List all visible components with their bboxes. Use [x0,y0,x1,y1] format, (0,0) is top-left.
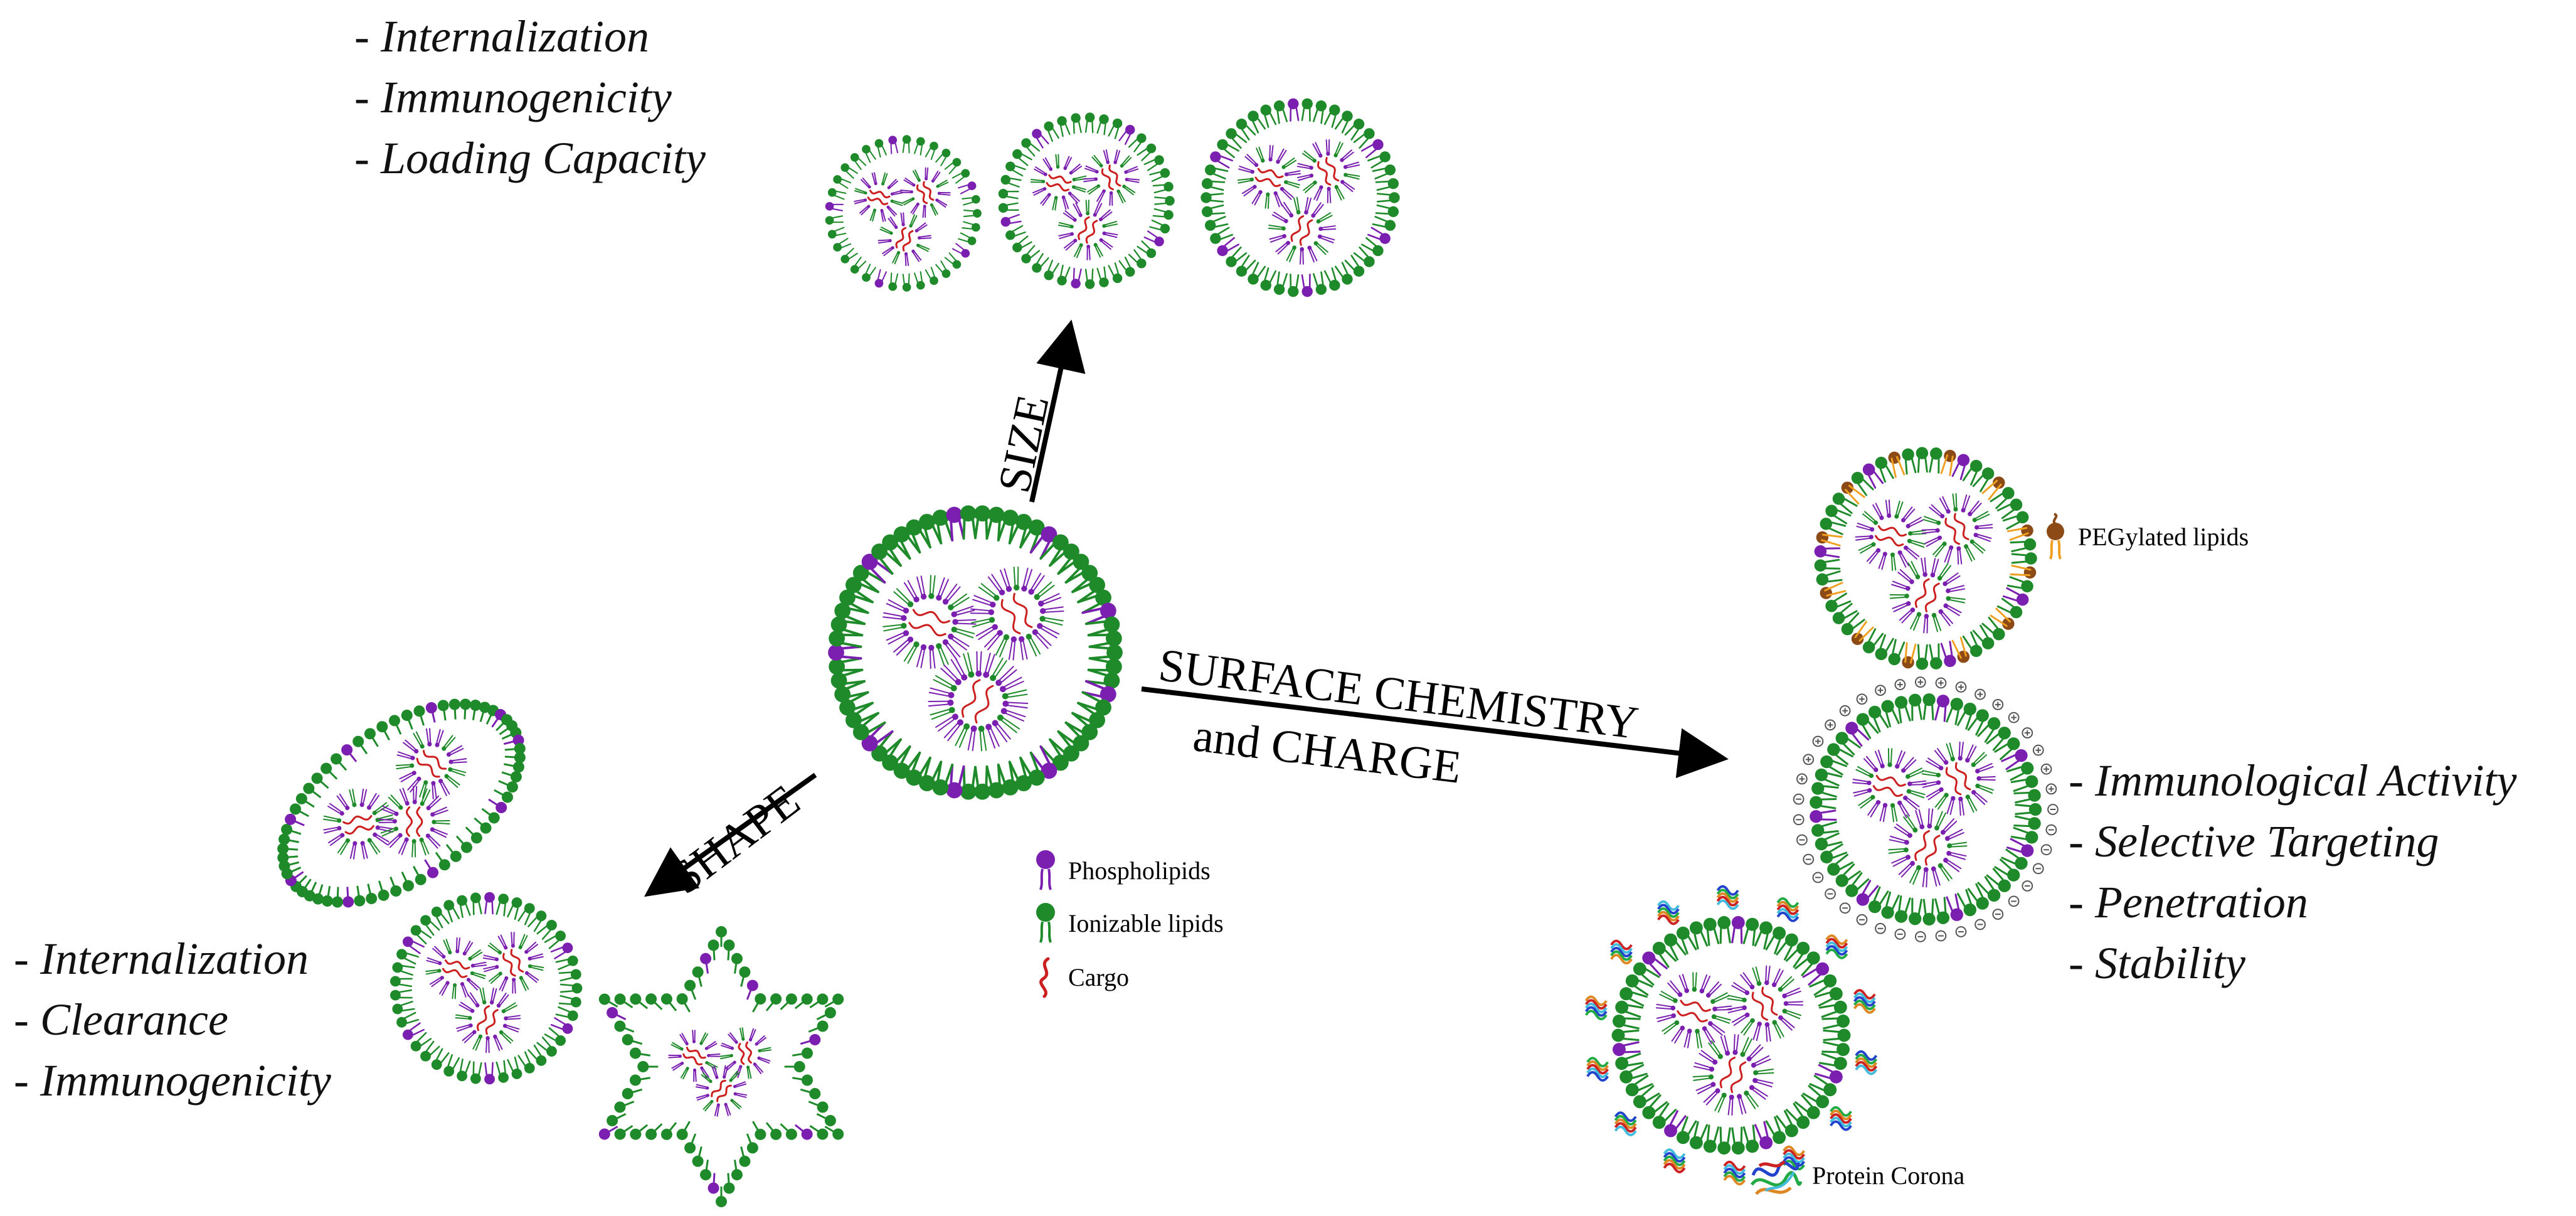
shape-effect: - Immunogenicity [14,1055,331,1106]
legend-ionizable-lipids: Ionizable lipids [1032,901,1224,945]
protein-corona-icon [1723,1160,1746,1186]
surface-effect: - Penetration [2069,877,2308,927]
surface-effect: - Immunological Activity [2069,755,2517,806]
legend-cargo-label: Cargo [1068,963,1130,991]
arrows-layer [644,319,1729,897]
size-arrow [1029,319,1086,503]
protein-corona-icon [1783,1145,1805,1171]
shape-arrow [644,772,817,897]
legend-protein-corona-label: Protein Corona [1812,1161,1965,1190]
central-lnp [828,505,1123,800]
surface-arrow [1141,686,1729,779]
size-effect: - Internalization [354,11,649,61]
cargo-icon [1039,957,1050,998]
legend-ionizable-lipids-label: Ionizable lipids [1068,909,1224,937]
phospholipid-icon [1036,850,1055,890]
protein-corona-icon [1825,934,1848,959]
large-lnp [1201,98,1400,297]
protein-corona-icon [1776,897,1799,922]
protein-corona-icon [1586,1057,1609,1082]
legend-cargo: Cargo [1032,955,1129,999]
legend-phospholipids-label: Phospholipids [1068,856,1211,885]
elliptical-lnp [277,698,526,908]
protein-corona-icon [1614,1111,1637,1136]
legend-pegylated-lipids: PEGylated lipids [2042,511,2249,562]
medium-lnp [998,112,1175,289]
shape-effects-list: - Internalization - Clearance - Immunoge… [14,929,331,1111]
size-effects-list: - Internalization - Immunogenicity - Loa… [354,6,706,189]
legend-pegylated-lipids-label: PEGylated lipids [2078,522,2249,551]
star-lnp [598,926,844,1207]
surface-effect: - Selective Targeting [2069,816,2439,867]
protein-corona-icon [1830,1106,1852,1131]
shape-effect: - Internalization [14,934,309,984]
ionizable-lipid-icon [1036,903,1055,943]
surface-effect: - Stability [2069,938,2245,988]
size-effect: - Immunogenicity [354,72,672,122]
peg-lipid-icon [2047,513,2064,560]
protein-corona-icon [1663,1148,1686,1173]
size-effect: - Loading Capacity [354,133,706,183]
small-lnp [825,135,982,292]
protein-corona-icon [1855,1050,1878,1075]
spherical-lnp [390,892,583,1085]
protein-corona-icon [1584,995,1608,1021]
surface-effects-list: - Immunological Activity - Selective Tar… [2069,750,2516,994]
nanoparticles-layer [277,98,2059,1207]
protein-corona-icon [1657,900,1680,925]
protein-corona-icon [1853,989,1876,1014]
protein-corona-icon [1610,939,1633,965]
charged-lnp [1793,676,2059,942]
shape-effect: - Clearance [14,995,228,1045]
protein-corona-icon [1750,1160,1803,1195]
protein-corona-lnp [1584,885,1878,1186]
legend-protein-corona: Protein Corona [1747,1150,1964,1200]
legend-phospholipids: Phospholipids [1032,848,1211,892]
pegylated-lnp [1814,447,2037,670]
protein-corona-icon [1716,885,1739,910]
